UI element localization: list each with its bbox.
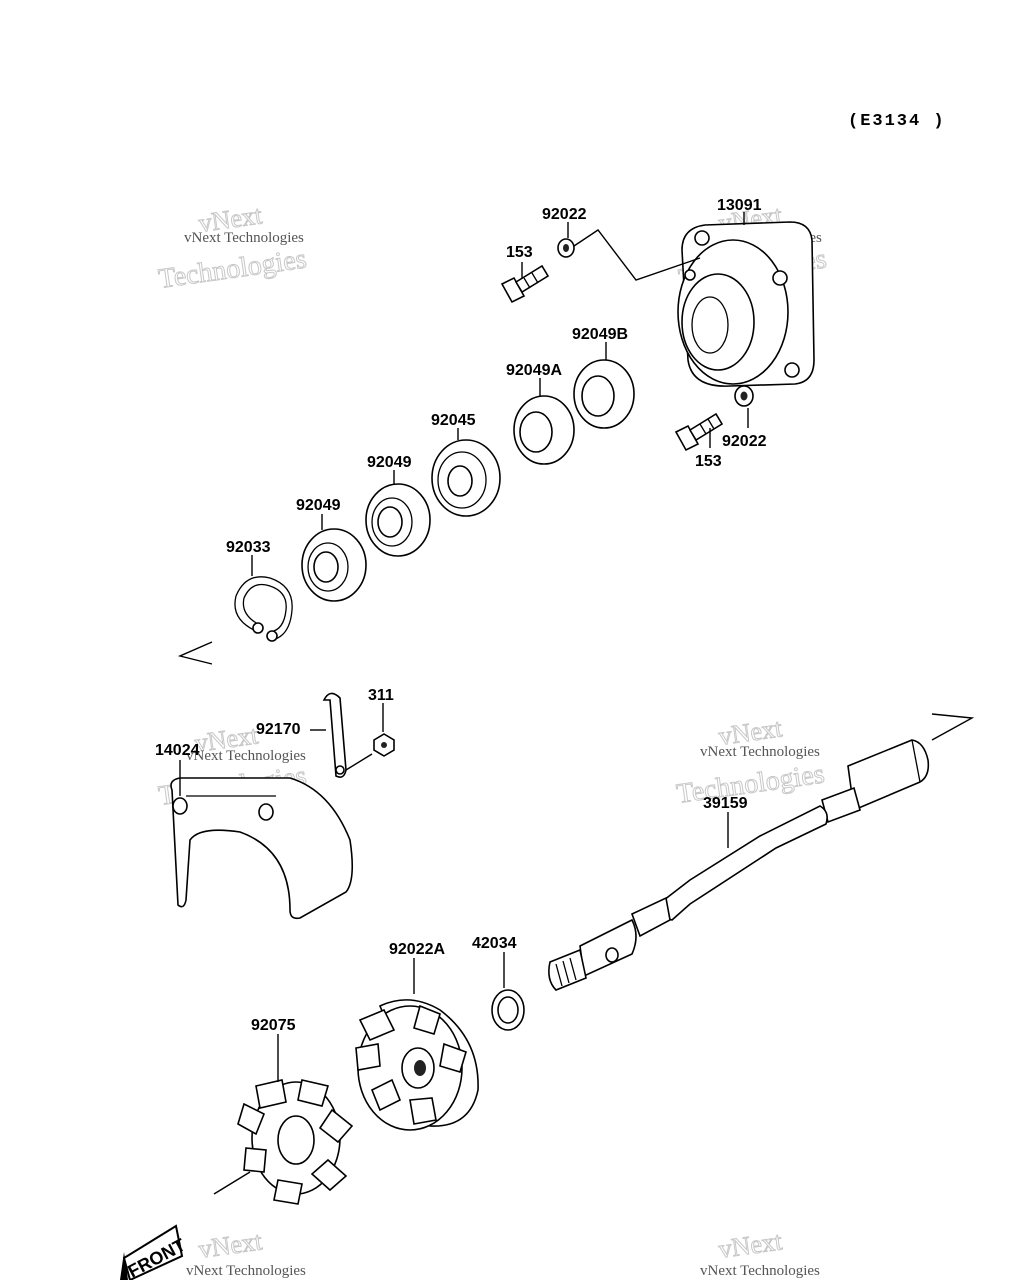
label-42034: 92022A bbox=[389, 941, 445, 958]
label-92049-lower: 92049 bbox=[296, 497, 341, 514]
damper-92075 bbox=[237, 1079, 354, 1205]
label-92045: 92045 bbox=[431, 412, 476, 429]
washer-92022-bottom bbox=[734, 385, 754, 407]
nut-311 bbox=[373, 733, 395, 757]
label-13091: 13091 bbox=[717, 197, 762, 214]
front-axis-line bbox=[213, 1171, 251, 1195]
seal-92049A bbox=[513, 395, 575, 465]
label-92075: 92075 bbox=[251, 1017, 296, 1034]
direction-arrow-right bbox=[931, 713, 975, 741]
svg-text:vNext Technologies: vNext Technologies bbox=[186, 748, 306, 764]
svg-text:vNext: vNext bbox=[717, 1226, 785, 1264]
washer-92022A bbox=[491, 989, 525, 1031]
svg-text:vNext Technologies: vNext Technologies bbox=[700, 744, 820, 760]
svg-text:vNext Technologies: vNext Technologies bbox=[184, 230, 304, 246]
shaft-39159 bbox=[548, 739, 930, 991]
direction-arrow-left bbox=[177, 641, 213, 665]
watermark-top-left: vNext Technologies vNext Technologies bbox=[156, 200, 309, 296]
cover-14024 bbox=[170, 777, 354, 920]
svg-text:vNext Technologies: vNext Technologies bbox=[700, 1263, 820, 1279]
washer-92022-top bbox=[557, 238, 575, 258]
seal-92049-lower bbox=[301, 528, 367, 602]
seal-92049B bbox=[573, 359, 635, 429]
housing-13091 bbox=[677, 221, 815, 387]
label-153-top: 153 bbox=[506, 244, 533, 261]
label-92022-bottom: 92022 bbox=[722, 433, 767, 450]
svg-text:Technologies: Technologies bbox=[675, 759, 827, 810]
watermark-bottom-left: vNext vNext Technologies bbox=[186, 1226, 306, 1279]
label-92022-top: 92022 bbox=[542, 206, 587, 223]
bearing-92045 bbox=[431, 439, 501, 517]
diagram-code: (E3134 ) bbox=[848, 112, 946, 131]
label-92022A: 42034 bbox=[472, 935, 517, 952]
label-39159: 39159 bbox=[703, 795, 748, 812]
label-92170: 92170 bbox=[256, 721, 301, 738]
label-153-bottom: 153 bbox=[695, 453, 722, 470]
bolt-153-bottom bbox=[674, 412, 724, 452]
label-311: 311 bbox=[368, 687, 394, 704]
svg-text:vNext: vNext bbox=[197, 1226, 265, 1264]
label-92049-upper: 92049 bbox=[367, 454, 412, 471]
snap-ring-92033 bbox=[234, 576, 293, 642]
bolt-153-top bbox=[500, 264, 550, 304]
seal-92049-upper bbox=[365, 483, 431, 557]
label-92049A: 92049A bbox=[506, 362, 562, 379]
svg-text:vNext Technologies: vNext Technologies bbox=[186, 1263, 306, 1279]
label-92033: 92033 bbox=[226, 539, 271, 556]
watermark-bottom-right: vNext vNext Technologies bbox=[700, 1226, 820, 1279]
svg-text:Technologies: Technologies bbox=[157, 244, 309, 295]
label-92049B: 92049B bbox=[572, 326, 628, 343]
front-indicator: FRONT bbox=[120, 1224, 189, 1280]
coupling-42034 bbox=[355, 999, 479, 1131]
clamp-92170 bbox=[322, 692, 347, 778]
label-14024: 14024 bbox=[155, 742, 200, 759]
watermark-mid-right: vNext Technologies vNext Technologies bbox=[674, 713, 827, 811]
